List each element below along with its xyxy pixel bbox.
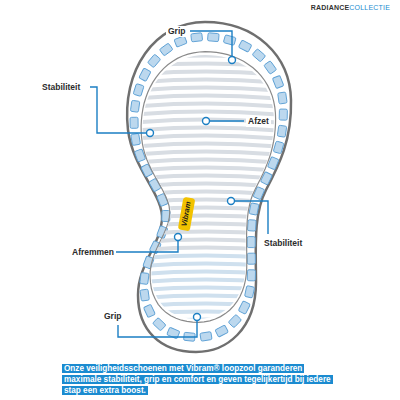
tread-lug: [252, 49, 266, 62]
tread-lug: [130, 117, 138, 128]
tread-lug: [223, 35, 236, 46]
tread-lug: [245, 286, 255, 298]
tread-ridge: [120, 56, 295, 61]
tread-ridge: [120, 216, 295, 221]
tread-lug: [247, 237, 255, 248]
tread-ridge: [120, 232, 295, 237]
tread-lug: [247, 220, 256, 232]
tread-lug: [273, 141, 284, 154]
tread-lug: [131, 133, 141, 145]
tread-lug: [153, 318, 166, 331]
leader-dot: [229, 57, 236, 64]
tread-ridge: [120, 272, 295, 277]
tread-lug: [139, 68, 151, 81]
callout-label: Stabiliteit: [40, 82, 82, 93]
tread-ridge: [120, 144, 295, 149]
tread-lug: [238, 40, 251, 52]
callout-label: Afremmen: [70, 247, 116, 258]
caption-box: Onze veiligheidsschoenen met Vibram® loo…: [62, 363, 338, 396]
leader-line: [190, 31, 232, 56]
tread-lug: [140, 289, 149, 301]
leader-line: [210, 120, 244, 121]
tread-ridge: [120, 344, 295, 349]
tread-ridge: [120, 80, 295, 85]
tread-lug: [159, 43, 173, 56]
tread-ridge: [120, 200, 295, 205]
tread-lug: [247, 253, 255, 264]
tread-lug: [174, 36, 187, 47]
callout-label: Afzet: [246, 116, 271, 127]
leader-line: [118, 321, 197, 337]
tread-ridge: [120, 72, 295, 77]
tread-ridge: [120, 136, 295, 141]
tread-ridge: [120, 312, 295, 317]
leader-dot: [228, 198, 235, 205]
tread-lug: [140, 273, 149, 285]
brand-text: COLLECTIE: [349, 3, 390, 12]
tread-ridge: [120, 104, 295, 109]
brand-text: RADIANCE: [311, 3, 350, 12]
tread-ridge: [120, 96, 295, 101]
tread-ridge: [120, 160, 295, 165]
tread-lug: [200, 332, 212, 342]
tread-ridge: [120, 280, 295, 285]
leader-dots: [147, 57, 236, 321]
tread-ridge: [120, 208, 295, 213]
tread-lug: [264, 61, 277, 75]
leader-lines: [90, 31, 268, 337]
tread-lug: [278, 92, 287, 104]
tread-ridge: [120, 88, 295, 93]
tread-lug: [143, 304, 155, 317]
tread-ridge: [120, 152, 295, 157]
callout-label: Grip: [102, 311, 123, 322]
tread-lug: [228, 314, 241, 327]
tread-ridge: [120, 296, 295, 301]
tread-ridge: [120, 48, 295, 53]
tread-ridge: [120, 64, 295, 69]
caption-text: Onze veiligheidsschoenen met Vibram® loo…: [62, 364, 333, 395]
leader-dot: [147, 130, 154, 137]
leader-dot: [203, 118, 210, 125]
tread-lug: [277, 125, 286, 137]
tread-ridge: [120, 256, 295, 261]
leader-dot: [175, 234, 182, 241]
tread-ridge: [120, 264, 295, 269]
tread-lug: [249, 203, 259, 215]
leader-dot: [194, 314, 201, 321]
tread-ridge: [120, 288, 295, 293]
tread-lug: [253, 186, 265, 199]
tread-ridge: [120, 184, 295, 189]
tread-lug: [279, 109, 287, 120]
leader-line: [115, 241, 178, 252]
callout-label: Stabiliteit: [262, 238, 304, 249]
tread-ridge: [120, 176, 295, 181]
tread-ridge: [120, 320, 295, 325]
tread-lug: [272, 75, 283, 88]
tread-ridge: [120, 192, 295, 197]
tread-ridge: [120, 336, 295, 341]
brand-header: RADIANCECOLLECTIE: [311, 3, 390, 12]
tread-ridge: [120, 224, 295, 229]
center-tread: [120, 40, 295, 349]
leader-line: [90, 87, 146, 133]
tread-lug: [238, 301, 250, 314]
tread-lug: [207, 33, 219, 42]
tread-ridge: [120, 328, 295, 333]
tread-ridge: [120, 40, 295, 45]
tread-lug: [247, 270, 255, 281]
tread-lug: [147, 54, 160, 68]
tread-lug: [191, 33, 203, 42]
tread-ridge: [120, 168, 295, 173]
tread-lug: [130, 100, 139, 112]
tread-lug: [215, 325, 228, 337]
tread-lug: [133, 84, 144, 97]
tread-lug: [260, 172, 272, 185]
tread-ridge: [120, 304, 295, 309]
callout-label: Grip: [166, 26, 187, 37]
leader-line: [235, 201, 268, 234]
